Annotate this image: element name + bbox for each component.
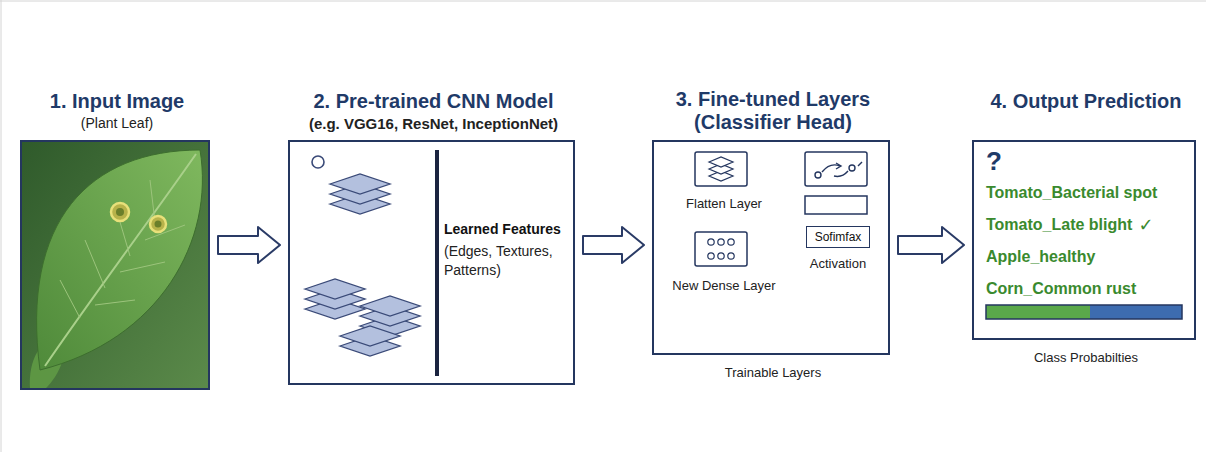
prediction-row: Tomato_Late blight ✓ [986,214,1153,236]
probability-bar [986,305,1182,319]
features-title: Learned Features [444,220,574,238]
step-heading: 1. Input Image [0,90,242,113]
class-name: Corn_Common rust [986,278,1136,300]
step-subtitle: (Plant Leaf) [0,114,242,132]
frame-line [0,1,1206,2]
layer-label: Flatten Layer [669,196,779,212]
flow-arrow [898,227,964,263]
divider-bar [435,150,439,376]
panel-caption: Trainable Layers [654,365,892,381]
layer-item: SofimfaxActivation [802,226,874,282]
leaf-image [21,141,209,389]
features-text: (Edges, Textures, Patterns) [444,242,568,280]
layer-label: Activation [802,256,874,272]
output-panel: 4. Output Prediction?Tomato_Bacterial sp… [972,140,1196,340]
class-name: Tomato_Late blight [986,214,1132,236]
class-name: Tomato_Bacterial spot [986,182,1157,204]
step-heading: 2. Pre-trained CNN Model [270,90,597,113]
layer-item: New Dense Layer [664,232,784,300]
layer-box-label: Sofimfax [806,226,870,248]
flow-arrow [583,227,644,263]
class-name: Apple_healthy [986,246,1095,268]
question-mark: ? [986,146,1046,176]
frame-line [1,0,2,452]
input-panel: 1. Input Image(Plant Leaf) [20,140,210,390]
layer-label: New Dense Layer [664,278,784,294]
model-panel: 2. Pre-trained CNN Model(e.g. VGG16, Res… [288,140,575,385]
step-heading: 4. Output Prediction [964,90,1206,113]
flow-arrow [218,227,280,263]
step-subtitle: (e.g. VGG16, ResNet, InceptionNet) [270,114,597,133]
step-heading: 3. Fine-tuned Layers (Classifier Head) [634,88,912,134]
layer-item: Flatten Layer [669,152,779,218]
panel-caption: Class Probabilties [974,350,1198,366]
classifier-panel: 3. Fine-tuned Layers (Classifier Head)Tr… [652,140,890,355]
cnn-layers-icon [305,156,420,356]
check-mark: ✓ [1138,214,1153,236]
